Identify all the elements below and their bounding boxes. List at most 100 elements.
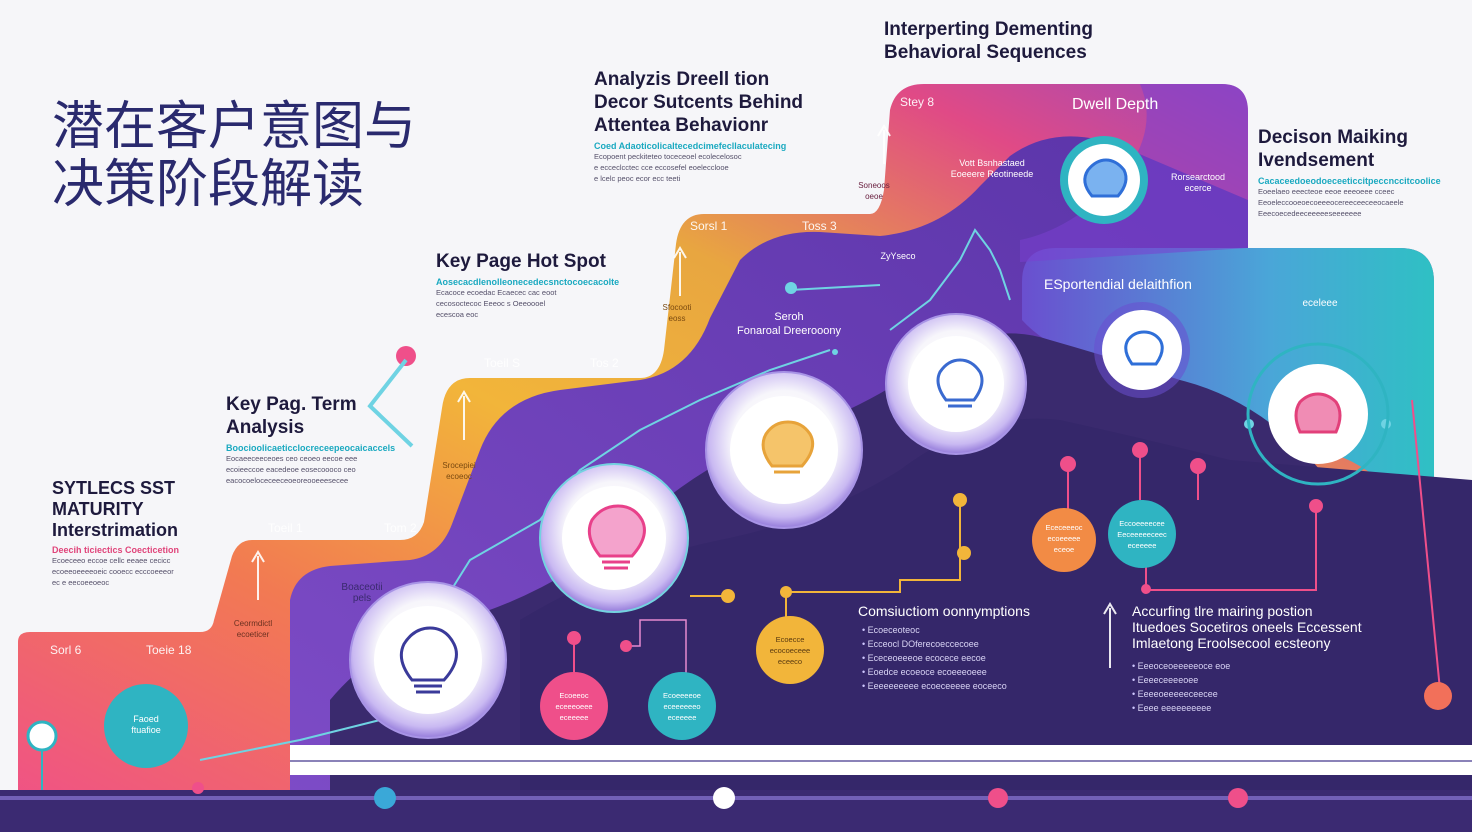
term-block: Key Pag. Term Analysis Boocioolicaeticcl… bbox=[226, 393, 395, 486]
step-caption-line: Sfocooti bbox=[662, 303, 692, 312]
hotspot-subheading: Aosecacdlenolleonecedecsnctocoecacolte bbox=[436, 277, 620, 287]
source-caption-line: Boaceotii bbox=[341, 582, 383, 593]
decision-text-line: Eoeelaeo eeecteoe eeoe eeeoeee cceec bbox=[1258, 187, 1395, 196]
accurfing-heading-line-3: Imlaetong Eroolsecool ecsteony bbox=[1132, 635, 1331, 651]
decision-subheading: Cacaceedoeodoeceeticcitpeccnccitcoolice bbox=[1258, 176, 1441, 186]
analysis-heading-line-2: Decor Sutcents Behind bbox=[594, 92, 804, 113]
page-title-line-1: 潜在客户意图与 bbox=[52, 97, 417, 157]
info-node: Eccoeeeecee Eeceeeeeceec eceeeee bbox=[1112, 518, 1172, 551]
accurfing-heading-line-1: Accurfing tlre mairing postion bbox=[1132, 603, 1313, 619]
step-caption-line: Ceormdictl bbox=[233, 619, 273, 628]
decision-text-line: Eeoeleccooeoecoeeeocereeceeceeocaeele bbox=[1258, 198, 1404, 207]
accurfing-panel: Accurfing tlre mairing postion Ituedoes … bbox=[1132, 603, 1362, 715]
search-caption-line: Fonaroal Dreerooony bbox=[737, 325, 841, 337]
info-node-line: Ececeeeoc bbox=[1045, 523, 1083, 532]
info-node-line: eceeeee bbox=[559, 713, 589, 722]
info-node: Ecoecce ecocoeceee eceeco bbox=[760, 634, 820, 667]
vert-behavior-caption: Vott Bsnhastaed Eoeeere Reotineede bbox=[944, 158, 1040, 180]
step-caption: Ceormdictl ecoeticer bbox=[228, 618, 278, 640]
analysis-block: Analyzis Dreell tion Decor Sutcents Behi… bbox=[594, 68, 803, 184]
info-node-line: Ecoeeoc bbox=[559, 691, 589, 700]
info-node-line: eceoe bbox=[1053, 545, 1075, 554]
info-node-line: ecoeeeee bbox=[1047, 534, 1081, 543]
info-node: Ecoeeeeoe eceeeeeeo eceeeee bbox=[652, 690, 712, 723]
info-node-line: Ecoeeeeoe bbox=[663, 691, 701, 700]
stages-text-line: ecoeeoeeeeoeic cooecc ecccoeeeor bbox=[52, 567, 174, 576]
stages-heading-line-2: MATURITY bbox=[52, 499, 144, 519]
step-caption-line: ecoeoc bbox=[446, 472, 472, 481]
stages-subheading: Deecih ticiectics Coecticetion bbox=[52, 545, 180, 555]
search-caption-line: Seroh bbox=[774, 311, 804, 323]
analysis-subheading: Coed Adaoticolicaltecedcimefecllaculatec… bbox=[594, 141, 787, 151]
analysis-text-line: e lcelc peoc ecor ecc teeti bbox=[594, 174, 681, 183]
analysis-heading-line-3: Attentea Behavionr bbox=[594, 115, 769, 136]
page-title-line-2: 决策阶段解读 bbox=[52, 155, 365, 215]
info-node-line: ecocoeceee bbox=[769, 646, 811, 655]
step-label: Sorl 6 bbox=[50, 643, 82, 657]
evolve-caption: eceleee bbox=[1302, 298, 1338, 309]
source-caption-line: pels bbox=[352, 593, 372, 604]
step-caption-line: Srocepiei bbox=[442, 461, 476, 470]
decision-block: Decison Maiking Ivendsement Cacaceedoeod… bbox=[1258, 126, 1441, 219]
stages-heading-line-1: SYTLECS SST bbox=[52, 478, 176, 498]
info-node-line: Eeceeeeeceec bbox=[1117, 530, 1167, 539]
analysis-heading: Analyzis Dreell tion Decor Sutcents Behi… bbox=[594, 68, 803, 137]
decision-heading: Decison Maiking Ivendsement bbox=[1258, 126, 1441, 172]
accurfing-bullet: Eeeoceoeeeeeoce eoe bbox=[1132, 659, 1362, 673]
hotspot-text-line: cecosoctecoc Eeeoc s Oeeoooel bbox=[436, 299, 546, 308]
step-label: Toss 3 bbox=[802, 219, 837, 233]
research-line: Rorsearctood bbox=[1170, 172, 1226, 182]
stages-heading-line-3: Interstrimation bbox=[52, 520, 179, 540]
research-line: ecerce bbox=[1184, 183, 1212, 193]
hotspot-text-line: Ecacoce ecoedac Ecaecec cac eoot bbox=[436, 288, 557, 297]
step-caption: Soneoos oeoe bbox=[846, 180, 902, 202]
step-label: Stey 8 bbox=[900, 95, 935, 109]
constructions-heading: Comsiuctiom oonnymptions bbox=[858, 603, 1030, 619]
step-caption: Srocepiei ecoeoc bbox=[434, 460, 484, 482]
accurfing-bullet: Eeeeceeeeoee bbox=[1132, 673, 1362, 687]
decision-heading-line-1: Decison Maiking bbox=[1258, 127, 1408, 148]
step-label: Toeil 1 bbox=[268, 521, 303, 535]
vert-behavior-line: Eoeeere Reotineede bbox=[950, 169, 1034, 179]
step-caption-line: Soneoos bbox=[858, 181, 890, 190]
focus-caption-line: ftuafioe bbox=[131, 725, 161, 735]
decision-text-line: Eeecoecedeeceeeeeseeeeeee bbox=[1258, 209, 1362, 218]
analysis-heading-line-1: Analyzis Dreell tion bbox=[594, 69, 770, 90]
step-label: Tos 2 bbox=[590, 356, 619, 370]
step-caption-line: oeoe bbox=[865, 192, 883, 201]
info-node-line: eceeeoeee bbox=[555, 702, 593, 711]
research-caption: Rorsearctood ecerce bbox=[1160, 172, 1236, 194]
sequences-heading-line-2: Behavioral Sequences bbox=[884, 42, 1087, 63]
search-caption: Seroh Fonaroal Dreerooony bbox=[724, 310, 854, 338]
zyp-caption: ZyYseco bbox=[880, 251, 916, 261]
info-node-line: eceeeee bbox=[667, 713, 697, 722]
step-label: Tom 2 bbox=[384, 521, 417, 535]
step-label: Toeie 18 bbox=[146, 643, 192, 657]
constructions-bullet: Eeeeeeeeee ecoeceeeee eoceeco bbox=[862, 679, 1030, 693]
focus-caption: Faoed ftuafioe bbox=[114, 714, 178, 736]
analysis-text-line: e ecceclcctec cce eccosefel eoelecclooe bbox=[594, 163, 729, 172]
hotspot-heading: Key Page Hot Spot bbox=[436, 251, 606, 272]
accurfing-bullet: Eeee eeeeeeeeee bbox=[1132, 701, 1362, 715]
term-heading-line-1: Key Pag. Term bbox=[226, 394, 357, 415]
stages-block: SYTLECS SST MATURITY Interstrimation Dee… bbox=[52, 478, 179, 588]
page-title: 潜在客户意图与 决策阶段解读 bbox=[52, 98, 416, 214]
step-caption-line: ecoeticer bbox=[236, 630, 270, 639]
stages-text-line: ec e eecoeeoeoc bbox=[52, 578, 110, 587]
accurfing-heading-line-2: Ituedoes Socetiros oneels Eccessent bbox=[1132, 619, 1362, 635]
info-node: Ecoeeoc eceeeoeee eceeeee bbox=[544, 690, 604, 723]
accurfing-bullet: Eeeeoeeeeeceecee bbox=[1132, 687, 1362, 701]
info-node-line: eceeeeeeo bbox=[663, 702, 701, 711]
sequences-heading: Interperting Dementing Behavioral Sequen… bbox=[884, 18, 1093, 64]
info-node-line: eceeeee bbox=[1127, 541, 1157, 550]
stages-heading: SYTLECS SST MATURITY Interstrimation bbox=[52, 478, 179, 541]
term-text-line: ecoieeccoe eacedeoe eosecoooco ceo bbox=[226, 465, 356, 474]
term-heading-line-2: Analysis bbox=[226, 417, 305, 438]
stages-text-line: Ecoeceeo eccoe cellc eeaee cecicc bbox=[52, 556, 171, 565]
term-text-line: eacocoeloceceeceoeoreooeeesecee bbox=[226, 476, 349, 485]
term-subheading: Boocioolicaeticclocreceepeocaicaccels bbox=[226, 443, 396, 453]
step-label: Toeil S bbox=[484, 356, 521, 370]
hotspot-text-line: ecescoa eoc bbox=[436, 310, 479, 319]
analysis-text-line: Ecopoent peckiteteo toceceoel ecolecelos… bbox=[594, 152, 742, 161]
